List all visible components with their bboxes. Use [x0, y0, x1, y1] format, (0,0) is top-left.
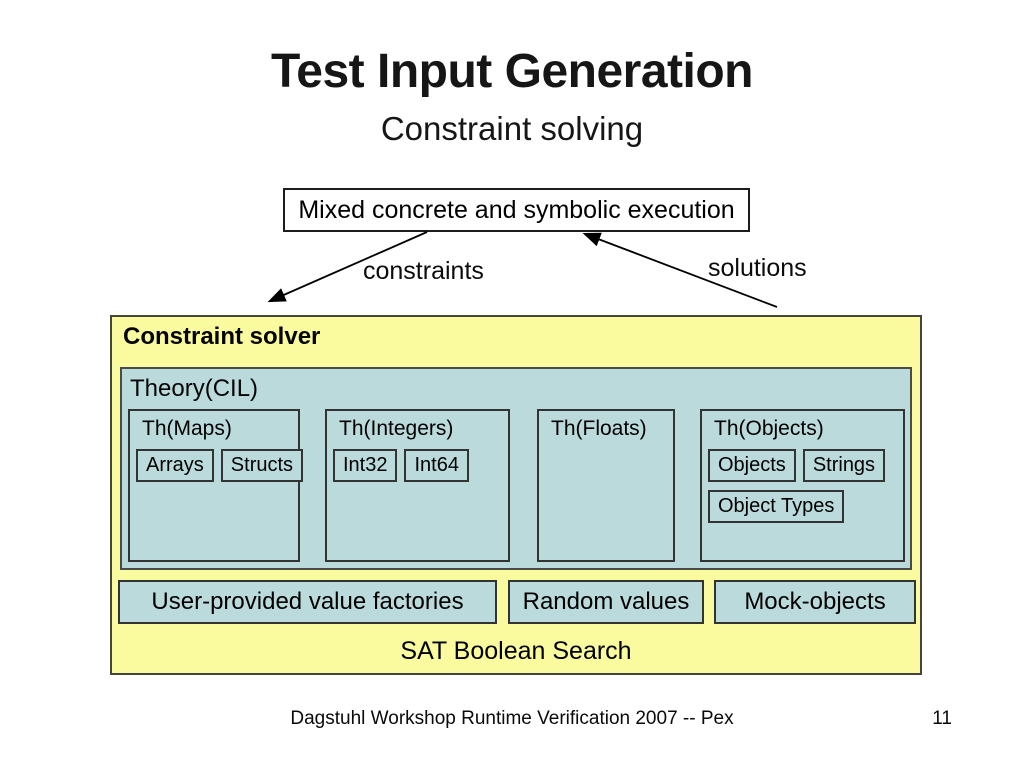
- theory-cil-box: Theory(CIL) Th(Maps) Arrays Structs Th(I…: [120, 367, 912, 570]
- theory-cil-title: Theory(CIL): [130, 375, 259, 402]
- constraints-arrow-icon: [267, 231, 428, 303]
- strategy-random-values: Random values: [508, 580, 704, 624]
- leaf-arrays: Arrays: [136, 449, 214, 482]
- constraint-solver-title: Constraint solver: [123, 323, 321, 350]
- theory-group-label: Th(Objects): [714, 417, 824, 440]
- theory-group-floats: Th(Floats): [537, 409, 675, 562]
- page-number: 11: [932, 708, 952, 729]
- leaf-strings: Strings: [802, 449, 886, 482]
- strategy-mock-objects: Mock-objects: [714, 580, 916, 624]
- leaf-object-types: Object Types: [708, 490, 845, 523]
- leaf-objects: Objects: [708, 449, 796, 482]
- leaf-row: Objects Strings: [708, 449, 899, 482]
- solutions-arrow-icon: [582, 232, 778, 308]
- leaf-int32: Int32: [333, 449, 398, 482]
- slide-title: Test Input Generation: [271, 45, 753, 98]
- leaf-int64: Int64: [404, 449, 469, 482]
- constraints-label: constraints: [363, 257, 484, 285]
- footer-text: Dagstuhl Workshop Runtime Verification 2…: [290, 708, 734, 729]
- arrow-layer: [267, 231, 778, 308]
- mixed-execution-box: Mixed concrete and symbolic execution: [283, 188, 750, 232]
- leaf-structs: Structs: [220, 449, 304, 482]
- theory-group-integers: Th(Integers) Int32 Int64: [325, 409, 510, 562]
- theory-group-label: Th(Integers): [339, 417, 454, 440]
- leaf-row: Object Types: [708, 490, 899, 523]
- leaf-row: Int32 Int64: [333, 449, 504, 482]
- sat-boolean-search-label: SAT Boolean Search: [400, 637, 632, 665]
- strategy-user-provided-value-factories: User-provided value factories: [118, 580, 497, 624]
- theory-group-label: Th(Floats): [551, 417, 647, 440]
- constraint-solver-box: Constraint solver Theory(CIL) Th(Maps) A…: [110, 315, 922, 675]
- theory-group-objects: Th(Objects) Objects Strings Object Types: [700, 409, 905, 562]
- theory-group-maps: Th(Maps) Arrays Structs: [128, 409, 304, 562]
- leaf-row: Arrays Structs: [136, 449, 304, 482]
- solutions-label: solutions: [708, 254, 807, 282]
- slide-subtitle: Constraint solving: [380, 110, 644, 147]
- theory-group-label: Th(Maps): [142, 417, 232, 440]
